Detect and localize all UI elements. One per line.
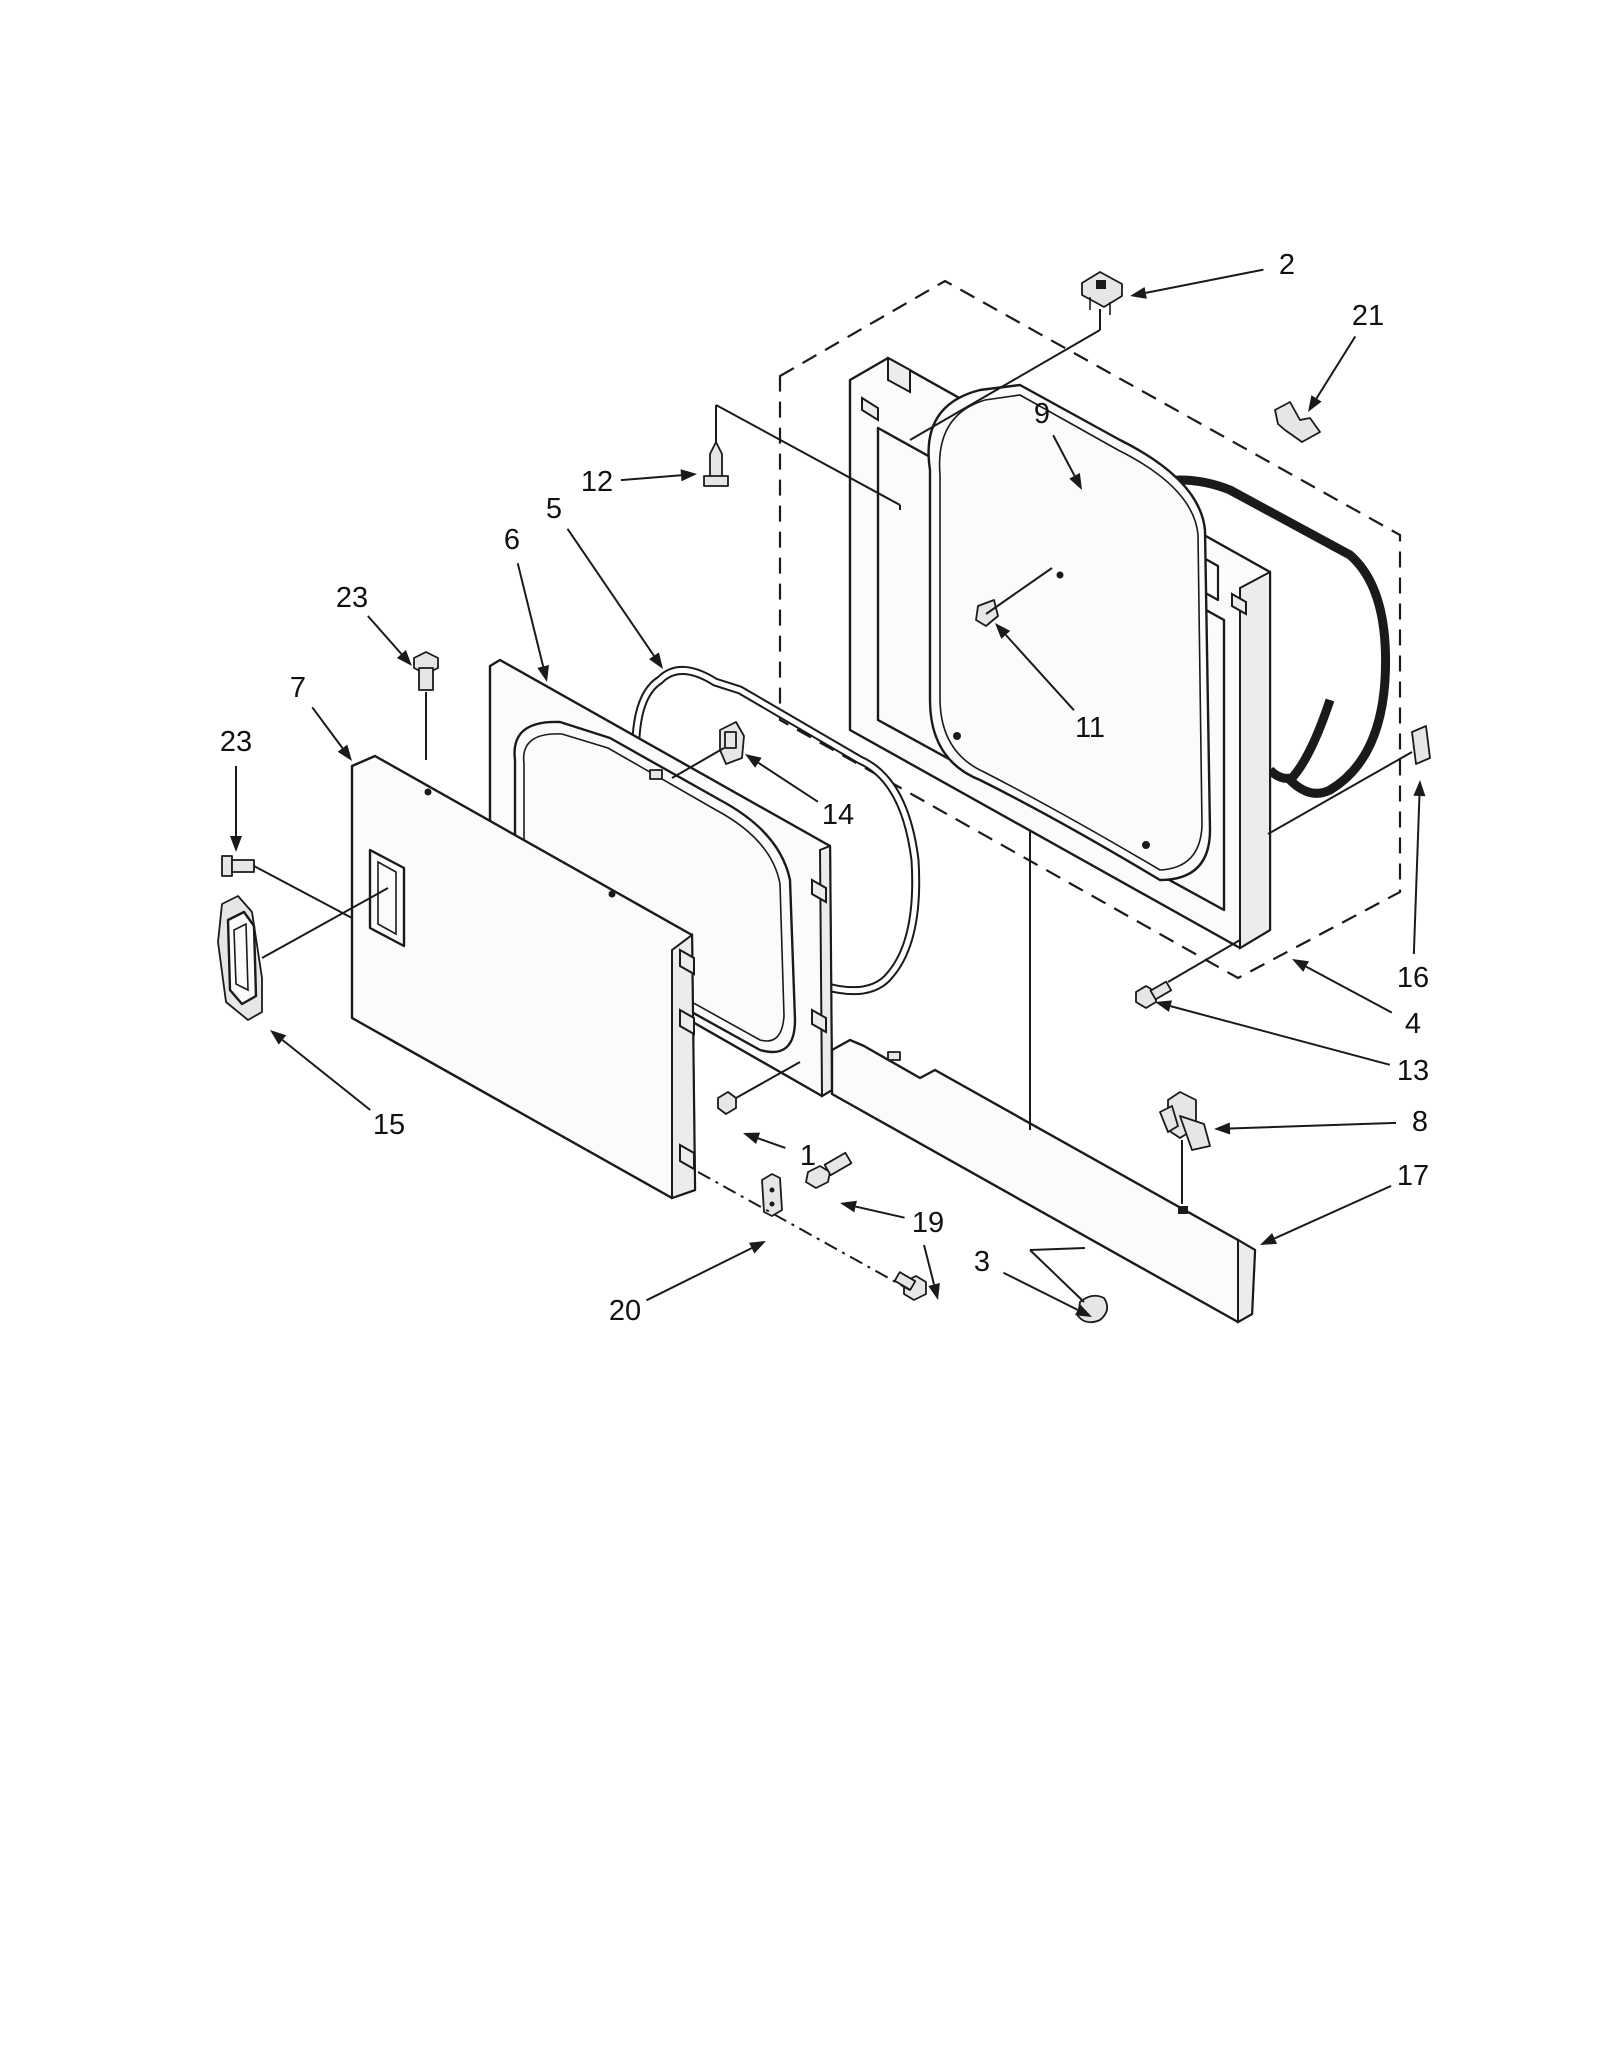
hinge-axis-line xyxy=(697,1171,911,1291)
part-13-screw xyxy=(1135,939,1241,1009)
callout-2: 2 xyxy=(1279,249,1295,281)
callout-13: 13 xyxy=(1397,1055,1429,1087)
leader-c1-line xyxy=(757,1137,786,1149)
callout-6: 6 xyxy=(504,524,520,556)
leader-c16-line xyxy=(1412,795,1421,955)
leader-c9-arrowhead xyxy=(1069,473,1082,490)
part-2-switch xyxy=(909,271,1123,441)
leader-c9-line xyxy=(1052,434,1076,477)
leader-c6-line xyxy=(516,563,545,667)
leader-c2-arrowhead xyxy=(1130,287,1147,299)
callout-1: 1 xyxy=(800,1140,816,1172)
leader-c8-arrowhead xyxy=(1214,1122,1231,1135)
leader-c21-line xyxy=(1315,335,1357,399)
callout-16: 16 xyxy=(1397,962,1429,994)
part-8-bracket xyxy=(1159,1091,1211,1204)
leader-c19-line xyxy=(855,1205,905,1219)
leader-c20-line xyxy=(646,1247,753,1302)
leader-c23a-arrowhead xyxy=(396,650,412,666)
leader-c14-arrowhead xyxy=(745,754,762,768)
part-7-outer-door xyxy=(350,754,697,1200)
callout-7: 7 xyxy=(290,672,306,704)
part-6-inner-panel xyxy=(488,658,834,1098)
leader-c21-arrowhead xyxy=(1308,395,1322,412)
part-12-screw xyxy=(703,404,901,510)
leader-c7-line xyxy=(311,706,344,749)
part-19-screws xyxy=(805,1151,927,1301)
callout-9: 9 xyxy=(1034,398,1050,430)
leader-c15-arrowhead xyxy=(270,1030,287,1045)
leader-c12-arrowhead xyxy=(680,469,697,482)
callout-17: 17 xyxy=(1397,1160,1429,1192)
part-4-front-frame xyxy=(848,356,1272,950)
leader-c6-arrowhead xyxy=(537,665,549,682)
leader-c17-arrowhead xyxy=(1260,1232,1278,1245)
callout-14: 14 xyxy=(822,799,854,831)
callout-11: 11 xyxy=(1075,712,1105,744)
leader-c13-line xyxy=(1170,1005,1391,1066)
leader-c16-arrowhead xyxy=(1413,780,1426,797)
callout-12: 12 xyxy=(581,466,613,498)
part-17-toe-panel xyxy=(830,1038,1257,1324)
part-23-screw-top xyxy=(413,651,439,760)
callout-19: 19 xyxy=(912,1207,944,1239)
part-14-latch xyxy=(671,721,745,779)
leader-c5-arrowhead xyxy=(649,652,663,669)
leader-c15-line xyxy=(281,1039,371,1111)
callout-23-top: 23 xyxy=(336,582,368,614)
leader-c23b-arrowhead xyxy=(230,836,242,852)
part-23-screw-left xyxy=(221,855,353,919)
part-3-foot xyxy=(1029,1247,1109,1324)
callout-20: 20 xyxy=(609,1295,641,1327)
leader-c12-line xyxy=(620,474,682,482)
leader-c23a-line xyxy=(367,615,403,655)
leader-c5-line xyxy=(566,528,655,657)
callout-15: 15 xyxy=(373,1109,405,1141)
leader-c4-arrowhead xyxy=(1292,959,1309,972)
leader-c2-line xyxy=(1145,268,1264,294)
cabinet-outline-dashed xyxy=(778,279,1402,980)
leader-c3-arrowhead xyxy=(1075,1304,1092,1317)
part-11-strike xyxy=(975,567,1053,627)
leader-c14-line xyxy=(757,761,819,803)
part-16-bracket xyxy=(1267,725,1431,835)
leader-c8-line xyxy=(1229,1121,1397,1130)
callout-23-left: 23 xyxy=(220,726,252,758)
leader-c20-arrowhead xyxy=(749,1241,766,1254)
leader-c11-arrowhead xyxy=(995,623,1011,639)
callout-leaders xyxy=(230,268,1426,1317)
leader-c19b-line xyxy=(923,1244,936,1285)
callout-21: 21 xyxy=(1352,300,1384,332)
callout-5: 5 xyxy=(546,493,562,525)
leader-c7-arrowhead xyxy=(337,744,352,761)
leader-c19b-arrowhead xyxy=(928,1283,940,1300)
callout-8: 8 xyxy=(1412,1106,1428,1138)
part-1-plug xyxy=(717,1061,801,1115)
leader-c11-line xyxy=(1004,634,1075,711)
part-21-clip xyxy=(1274,401,1321,443)
leader-c19-arrowhead xyxy=(840,1200,857,1213)
leader-c3-line xyxy=(1003,1271,1079,1311)
part-15-handle xyxy=(217,887,389,1021)
leader-c13-arrowhead xyxy=(1155,1000,1173,1012)
callout-4: 4 xyxy=(1405,1008,1421,1040)
leader-c17-line xyxy=(1274,1184,1392,1240)
callout-labels: 2 21 9 12 5 6 23 11 7 14 23 16 4 13 15 8… xyxy=(220,249,1429,1327)
callout-3: 3 xyxy=(974,1246,990,1278)
part-20-hinge xyxy=(761,1173,783,1217)
leader-c4-line xyxy=(1305,965,1393,1014)
leader-c1-arrowhead xyxy=(743,1132,761,1144)
